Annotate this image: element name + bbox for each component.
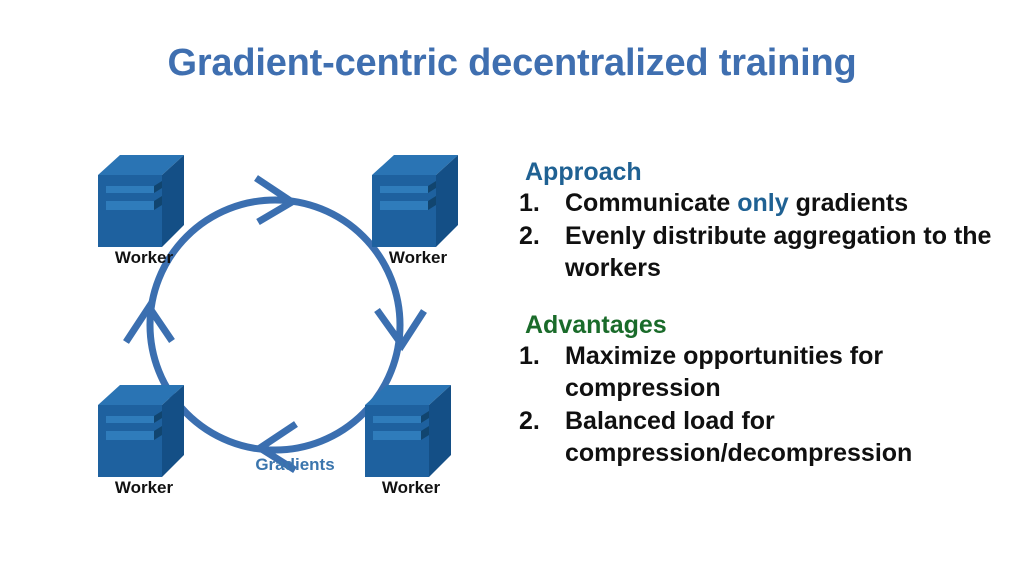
server-icon [372,155,458,247]
advantages-heading: Advantages [525,310,667,339]
ring-arrows-graphic [123,175,427,473]
worker-node-bottom-right[interactable]: Worker [365,385,465,505]
worker-label: Worker [114,478,174,497]
arrowhead-top [254,175,299,226]
arrowhead-right [374,307,427,352]
list-item: 1. Communicate only gradients [519,187,999,220]
server-icon [98,385,184,477]
list-item: 2. Evenly distribute aggregation to the w… [519,220,999,285]
list-number: 1. [519,341,540,370]
gradients-label: Gradients [255,455,335,474]
arrowhead-bottom [253,421,298,473]
worker-ring-diagram: Worker Worker Worker [60,130,490,520]
advantages-list: 1. Maximize opportunities for compression… [519,340,999,470]
server-icon [98,155,184,247]
list-text-before: Communicate [565,189,738,217]
worker-node-bottom-left[interactable]: Worker [98,385,198,505]
list-text-highlight: only [737,189,789,217]
worker-label: Worker [114,248,174,267]
worker-node-top-left[interactable]: Worker [98,155,198,275]
worker-node-top-right[interactable]: Worker [372,155,472,275]
approach-list: 1. Communicate only gradients 2. Evenly di… [519,187,999,285]
list-number: 1. [519,189,540,217]
approach-heading: Approach [525,158,642,186]
worker-label: Worker [381,478,441,497]
list-number: 2. [519,221,540,250]
server-icon [365,385,451,477]
list-number: 2. [519,406,540,435]
section-spacer [519,285,999,311]
list-item: 2. Balanced load for compression/decompre… [519,405,999,470]
arrowhead-left [123,300,175,344]
page-title: Gradient-centric decentralized training [167,42,857,84]
ring-arrowheads [123,175,427,473]
content-column: Approach 1. Communicate only gradients 2.… [519,158,999,470]
list-text-before: Maximize opportunities for compression [565,341,884,403]
list-item: 1. Maximize opportunities for compression [519,340,999,405]
list-text-after: gradients [788,189,909,217]
list-text-before: Evenly distribute aggregation to the wor… [565,221,992,283]
list-text-before: Balanced load for compression/decompress… [565,406,913,468]
worker-label: Worker [388,248,448,267]
ring-circle [146,196,404,454]
